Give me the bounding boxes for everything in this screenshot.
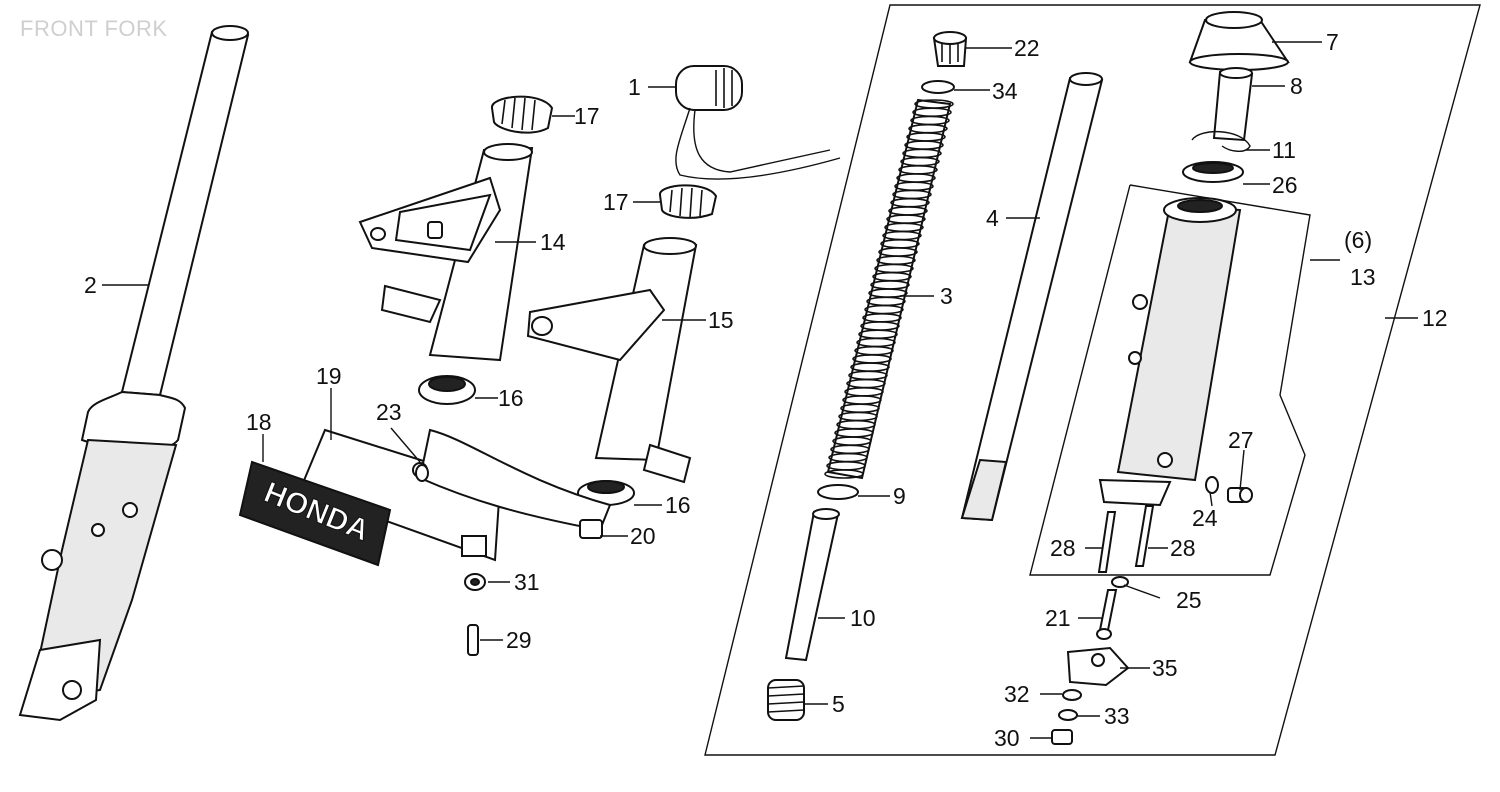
part-28-stud-right bbox=[1134, 505, 1155, 567]
callout-labels: 2 1 17 17 14 15 16 16 19 18 23 20 31 29 … bbox=[84, 29, 1448, 751]
leader-lines bbox=[102, 41, 1418, 739]
part-5-rebound-spring bbox=[767, 679, 805, 721]
callout-10: 10 bbox=[850, 605, 876, 631]
assembly-frame bbox=[704, 4, 1481, 756]
part-8-pipe-guide bbox=[1212, 67, 1254, 142]
part-14-headlight-bracket bbox=[358, 143, 534, 362]
spring-coils bbox=[824, 99, 954, 479]
callout-26: 26 bbox=[1272, 172, 1298, 198]
callout-35: 35 bbox=[1152, 655, 1178, 681]
part-35-axle-holder bbox=[1066, 646, 1130, 687]
callout-16-lower: 16 bbox=[665, 492, 691, 518]
callout-24: 24 bbox=[1192, 505, 1218, 531]
part-13-fork-slider bbox=[1098, 197, 1242, 507]
callout-34: 34 bbox=[992, 78, 1018, 104]
callout-2: 2 bbox=[84, 272, 97, 298]
part-34-o-ring bbox=[921, 80, 955, 94]
part-7-dust-cover bbox=[1188, 11, 1290, 71]
callout-8: 8 bbox=[1290, 73, 1303, 99]
part-33-washer bbox=[1058, 709, 1078, 721]
callout-15: 15 bbox=[708, 307, 734, 333]
callout-6: (6) bbox=[1344, 227, 1372, 253]
part-27-bolt bbox=[1227, 487, 1253, 503]
callout-18: 18 bbox=[246, 409, 272, 435]
callout-22: 22 bbox=[1014, 35, 1040, 61]
part-19-emblem-cover bbox=[298, 428, 612, 562]
callout-4: 4 bbox=[986, 205, 999, 231]
part-11-stopper-ring bbox=[1191, 130, 1251, 152]
callout-13: 13 bbox=[1350, 264, 1376, 290]
callout-28-left: 28 bbox=[1050, 535, 1076, 561]
part-21-socket-bolt bbox=[1096, 589, 1118, 640]
part-23-nut bbox=[415, 464, 429, 482]
part-28-stud-left bbox=[1097, 511, 1117, 573]
callout-3: 3 bbox=[940, 283, 953, 309]
part-26-oil-seal bbox=[1182, 161, 1244, 183]
callout-29: 29 bbox=[506, 627, 532, 653]
part-29-screw bbox=[467, 624, 479, 656]
callout-16-upper: 16 bbox=[498, 385, 524, 411]
callout-25: 25 bbox=[1176, 587, 1202, 613]
part-15-headlight-bracket bbox=[526, 237, 698, 484]
callout-17-upper: 17 bbox=[574, 103, 600, 129]
part-30-nut bbox=[1051, 729, 1073, 745]
callout-9: 9 bbox=[893, 483, 906, 509]
callout-12: 12 bbox=[1422, 305, 1448, 331]
part-1-indicator-socket bbox=[675, 65, 841, 180]
part-2-fork-leg bbox=[18, 25, 250, 722]
spring-coil bbox=[824, 469, 864, 479]
part-9-piston-ring bbox=[817, 484, 859, 500]
part-25-washer bbox=[1111, 576, 1129, 588]
diagram-title: FRONT FORK bbox=[20, 16, 168, 41]
part-32-washer bbox=[1062, 689, 1082, 701]
callout-32: 32 bbox=[1004, 681, 1030, 707]
part-22-fork-cap-bolt bbox=[932, 31, 968, 67]
part-18-honda-emblem: HONDA bbox=[238, 460, 392, 567]
callout-33: 33 bbox=[1104, 703, 1130, 729]
slider-subassembly-frame bbox=[1029, 184, 1311, 576]
callout-14: 14 bbox=[540, 229, 566, 255]
part-16-cushion-upper bbox=[418, 375, 476, 405]
part-17-grommet-upper bbox=[491, 95, 554, 134]
part-24-washer bbox=[1205, 476, 1219, 494]
callout-30: 30 bbox=[994, 725, 1020, 751]
callout-5: 5 bbox=[832, 691, 845, 717]
callout-23: 23 bbox=[376, 399, 402, 425]
callout-27: 27 bbox=[1228, 427, 1254, 453]
callout-21: 21 bbox=[1045, 605, 1071, 631]
callout-17-lower: 17 bbox=[603, 189, 629, 215]
part-17-grommet-lower bbox=[659, 184, 718, 219]
part-3-fork-spring bbox=[824, 98, 954, 480]
callout-19: 19 bbox=[316, 363, 342, 389]
callout-7: 7 bbox=[1326, 29, 1339, 55]
callout-11: 11 bbox=[1272, 137, 1296, 163]
callout-28-right: 28 bbox=[1170, 535, 1196, 561]
callout-31: 31 bbox=[514, 569, 540, 595]
part-10-damper-rod bbox=[784, 508, 840, 662]
callout-1: 1 bbox=[628, 74, 641, 100]
part-31-nut bbox=[464, 573, 486, 591]
part-4-fork-pipe bbox=[960, 72, 1104, 522]
part-20-bolt bbox=[579, 519, 603, 539]
callout-20: 20 bbox=[630, 523, 656, 549]
